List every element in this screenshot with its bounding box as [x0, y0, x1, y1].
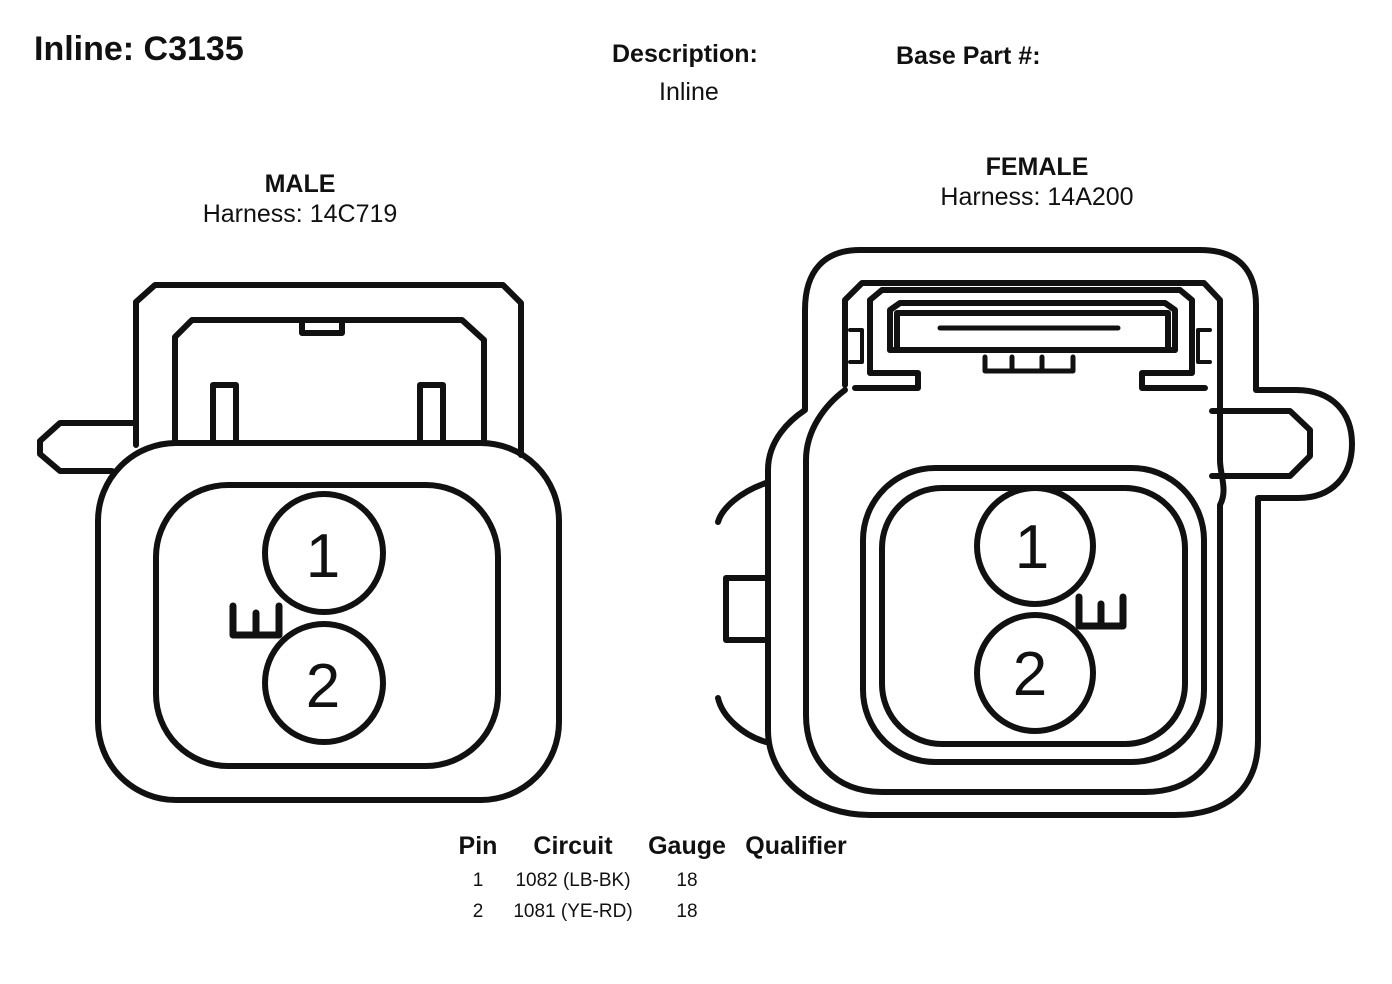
description-label: Description: [612, 40, 758, 68]
male-pin-1-circle [262, 491, 386, 615]
row-circuit: 1081 (YE-RD) [513, 901, 633, 922]
header-qualifier: Qualifier [745, 832, 847, 860]
male-harness: Harness: 14C719 [202, 200, 398, 228]
male-connector [37, 282, 562, 803]
row-qualifier [736, 865, 856, 896]
female-connector [715, 247, 1355, 818]
female-pin-2-label: 2 [1013, 640, 1047, 709]
female-harness: Harness: 14A200 [940, 183, 1134, 211]
male-label: MALE [264, 170, 336, 198]
base-part-label: Base Part #: [896, 42, 1041, 70]
row-circuit: 1082 (LB-BK) [515, 870, 631, 891]
header-pin: Pin [458, 832, 498, 860]
pin-table-header: Pin Circuit Gauge Qualifier [448, 832, 856, 865]
male-pin-2-label: 2 [306, 652, 340, 721]
pin-table: Pin Circuit Gauge Qualifier 1 1082 (LB-B… [448, 832, 856, 927]
row-gauge: 18 [676, 901, 698, 922]
row-gauge: 18 [676, 870, 698, 891]
female-pin-1-label: 1 [1015, 513, 1049, 582]
row-pin: 2 [472, 901, 484, 922]
table-row: 2 1081 (YE-RD) 18 [448, 896, 856, 927]
connector-title: Inline: C3135 [34, 30, 244, 68]
header-circuit: Circuit [533, 832, 613, 860]
female-pin-1-circle [974, 485, 1096, 607]
female-label: FEMALE [985, 153, 1089, 181]
male-pin-1-label: 1 [306, 522, 340, 591]
row-pin: 1 [472, 870, 484, 891]
header-gauge: Gauge [648, 832, 726, 860]
female-pin-2-circle [974, 612, 1096, 734]
table-row: 1 1082 (LB-BK) 18 [448, 865, 856, 896]
description-value: Inline [659, 78, 719, 106]
male-pin-2-circle [262, 621, 386, 745]
row-qualifier [736, 896, 856, 927]
